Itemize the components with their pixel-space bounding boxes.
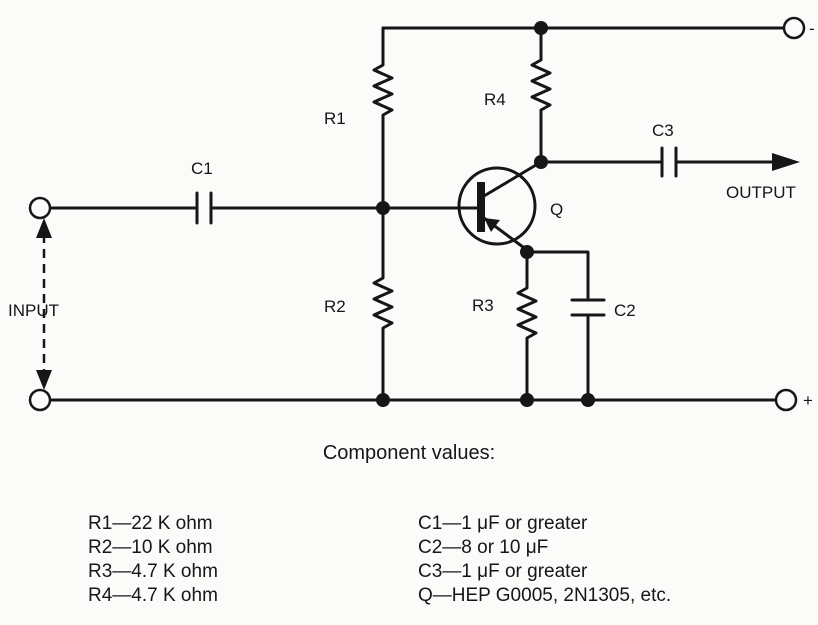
capacitor-value-c1: C1—1 μF or greater	[418, 513, 588, 534]
amplifier-schematic: R1 R2 R3 R4 C1 C2 C3 Q INPUT OUTPUT - +	[8, 16, 815, 412]
r3-resistor	[516, 250, 538, 402]
r4-label: R4	[484, 90, 506, 109]
r4-resistor	[530, 26, 552, 164]
resistor-value-r4: R4—4.7 K ohm	[88, 585, 218, 606]
output-arrow	[772, 153, 800, 171]
c2-capacitor	[570, 298, 606, 317]
transistor-base-bar	[477, 182, 485, 232]
c1-label: C1	[191, 159, 213, 178]
c1-capacitor	[195, 191, 213, 225]
transistor-collector	[482, 160, 543, 198]
resistor-value-r1: R1—22 K ohm	[88, 513, 213, 534]
junction-dot	[376, 201, 390, 215]
r2-resistor	[372, 206, 394, 402]
r3-label: R3	[472, 296, 494, 315]
input-arrow-up	[36, 218, 52, 238]
input-terminal-bottom	[28, 388, 52, 412]
r1-resistor	[372, 26, 394, 210]
input-arrow-down	[36, 370, 52, 390]
resistor-value-r3: R3—4.7 K ohm	[88, 561, 218, 582]
c3-label: C3	[652, 121, 674, 140]
transistor-circle	[457, 166, 537, 246]
c2-label: C2	[614, 301, 636, 320]
junction-dot	[581, 393, 595, 407]
other-values-list: C1—1 μF or greater C2—8 or 10 μF C3—1 μF…	[418, 512, 671, 608]
q-label: Q	[550, 200, 563, 219]
output-label: OUTPUT	[726, 183, 796, 202]
c3-capacitor	[660, 146, 678, 178]
resistor-values-list: R1—22 K ohm R2—10 K ohm R3—4.7 K ohm R4—…	[88, 512, 218, 608]
minus-sign: -	[809, 19, 815, 38]
capacitor-value-c2: C2—8 or 10 μF	[418, 537, 549, 558]
emitter-node-wire	[525, 250, 590, 300]
junction-dot	[376, 393, 390, 407]
emitter-arrow	[484, 218, 500, 232]
junction-dot	[520, 393, 534, 407]
resistor-value-r2: R2—10 K ohm	[88, 537, 213, 558]
r1-label: R1	[324, 109, 346, 128]
plus-sign: +	[803, 391, 813, 410]
input-label: INPUT	[8, 301, 59, 320]
input-terminal-top	[28, 196, 52, 220]
junction-dot	[520, 245, 534, 259]
r2-label: R2	[324, 297, 346, 316]
capacitor-value-c3: C3—1 μF or greater	[418, 561, 588, 582]
junction-dot	[534, 21, 548, 35]
supply-terminal-negative	[782, 16, 806, 40]
component-values-title: Component values:	[322, 442, 496, 464]
transistor-value-q: Q—HEP G0005, 2N1305, etc.	[418, 585, 672, 606]
junction-dot	[534, 155, 548, 169]
supply-terminal-positive	[774, 388, 798, 412]
